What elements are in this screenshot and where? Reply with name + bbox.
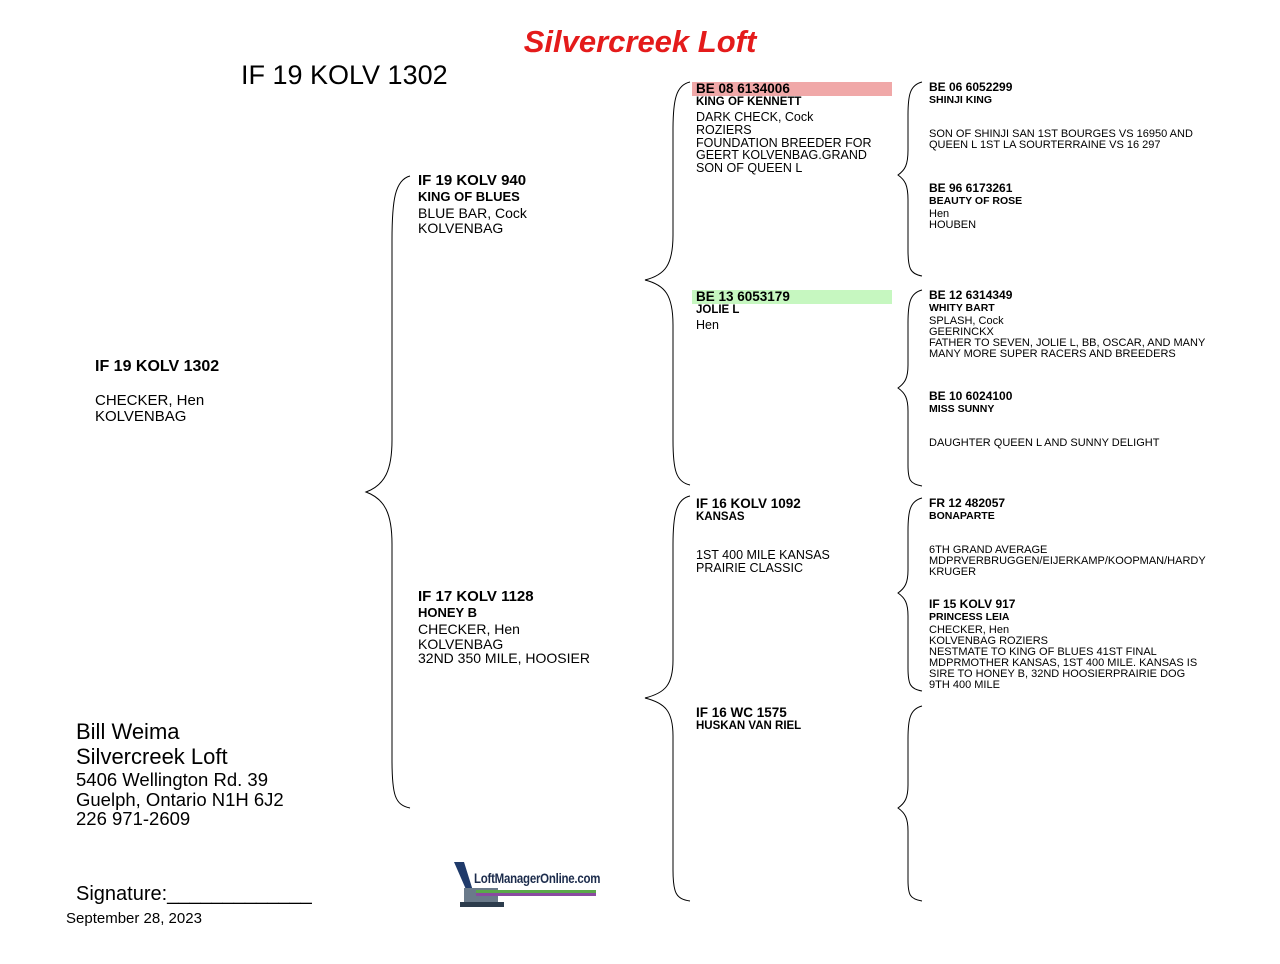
owner-phone: 226 971-2609 <box>76 808 191 829</box>
sire-name: KING OF BLUES <box>418 189 520 204</box>
grandparent-detail: Hen <box>696 318 719 332</box>
great-grandparent-name: BEAUTY OF ROSE <box>929 195 1023 207</box>
grandparent-name: KANSAS <box>696 511 745 523</box>
owner-street: 5406 Wellington Rd. 39 <box>76 769 268 790</box>
grandparent-detail: SON OF QUEEN L <box>696 161 803 176</box>
grandparent-detail: ROZIERS <box>696 122 752 137</box>
sire-band: IF 19 KOLV 940 <box>418 172 527 189</box>
great-grandparent-detail: Hen <box>929 208 950 220</box>
grandparent-detail: GEERT KOLVENBAG.GRAND <box>696 148 867 163</box>
brace-gen2-dam <box>644 495 691 902</box>
great-grandparent-band: IF 15 KOLV 917 <box>929 597 1016 611</box>
great-grandparent-card: BE 06 6052299 SHINJI KING SON OF SHINJI … <box>929 81 1193 151</box>
great-grandparent-detail: GEERINCKX <box>929 326 994 338</box>
great-grandparent-detail: 6TH GRAND AVERAGE <box>929 544 1048 556</box>
great-grandparent-name: PRINCESS LEIA <box>929 611 1010 623</box>
great-grandparent-detail: QUEEN L 1ST LA SOURTERRAINE VS 16 297 <box>929 139 1161 151</box>
grandparent-detail: PRAIRIE CLASSIC <box>696 560 803 575</box>
grandparent-card: BE 13 6053179 JOLIE L Hen <box>692 290 892 332</box>
brace-gen3-1 <box>897 81 923 277</box>
grandparent-detail: 1ST 400 MILE KANSAS <box>696 548 830 562</box>
grandparent-card: IF 16 WC 1575 HUSKAN VAN RIEL <box>696 706 801 733</box>
great-grandparent-band: FR 12 482057 <box>929 496 1006 510</box>
great-grandparent-detail: KOLVENBAG ROZIERS <box>929 635 1048 647</box>
great-grandparent-band: BE 06 6052299 <box>929 80 1013 94</box>
great-grandparent-detail: 9TH 400 MILE <box>929 679 1000 691</box>
sire-card: IF 19 KOLV 940 KING OF BLUES BLUE BAR, C… <box>418 173 527 235</box>
great-grandparent-card: BE 96 6173261 BEAUTY OF ROSE Hen HOUBEN <box>929 182 1022 231</box>
owner-address: 5406 Wellington Rd. 39 Guelph, Ontario N… <box>76 770 284 829</box>
dam-detail: CHECKER, Hen <box>418 621 520 637</box>
grandparent-band: IF 16 WC 1575 <box>696 705 787 720</box>
owner-name: Bill Weima <box>76 719 180 744</box>
subject-detail: CHECKER, Hen <box>95 392 205 409</box>
sire-detail: KOLVENBAG <box>418 219 504 236</box>
brace-gen3-2 <box>897 289 923 487</box>
great-grandparent-detail: HOUBEN <box>929 219 977 231</box>
grandparent-band: BE 08 6134006 <box>692 82 892 96</box>
owner-city: Guelph, Ontario N1H 6J2 <box>76 788 284 810</box>
great-grandparent-detail: MANY MORE SUPER RACERS AND BREEDERS <box>929 348 1176 360</box>
grandparent-detail: FOUNDATION BREEDER FOR <box>696 135 872 150</box>
grandparent-name: HUSKAN VAN RIEL <box>696 720 802 732</box>
great-grandparent-name: MISS SUNNY <box>929 403 995 415</box>
subject-band: IF 19 KOLV 1302 <box>95 358 220 375</box>
great-grandparent-detail: MDPRMOTHER KANSAS, 1ST 400 MILE. KANSAS … <box>929 657 1198 669</box>
loft-title: Silvercreek Loft <box>523 24 757 59</box>
brace-gen3-4 <box>897 705 923 902</box>
great-grandparent-detail: NESTMATE TO KING OF BLUES 41ST FINAL <box>929 646 1157 658</box>
great-grandparent-detail: SON OF SHINJI SAN 1ST BOURGES VS 16950 A… <box>929 128 1193 140</box>
great-grandparent-card: FR 12 482057 BONAPARTE 6TH GRAND AVERAGE… <box>929 497 1206 578</box>
subject-bird: IF 19 KOLV 1302 CHECKER, Hen KOLVENBAG <box>95 358 219 425</box>
great-grandparent-card: BE 12 6314349 WHITY BART SPLASH, Cock GE… <box>929 289 1205 360</box>
great-grandparent-detail: FATHER TO SEVEN, JOLIE L, BB, OSCAR, AND… <box>929 337 1206 349</box>
great-grandparent-detail: CHECKER, Hen <box>929 624 1010 636</box>
dam-band: IF 17 KOLV 1128 <box>418 588 534 605</box>
logo-text: LoftManagerOnline.com <box>474 870 601 886</box>
grandparent-detail: DARK CHECK, Cock <box>696 110 814 124</box>
pedigree-title: IF 19 KOLV 1302 <box>241 60 448 90</box>
brace-gen2-sire <box>644 81 691 486</box>
great-grandparent-card: IF 15 KOLV 917 PRINCESS LEIA CHECKER, He… <box>929 598 1197 691</box>
great-grandparent-card: BE 10 6024100 MISS SUNNY DAUGHTER QUEEN … <box>929 390 1159 449</box>
grandparent-name: JOLIE L <box>696 304 740 316</box>
great-grandparent-detail: SPLASH, Cock <box>929 315 1004 327</box>
subject-detail: KOLVENBAG <box>95 408 187 425</box>
dam-card: IF 17 KOLV 1128 HONEY B CHECKER, Hen KOL… <box>418 589 590 666</box>
logo-underline-purple <box>476 893 596 896</box>
signature-line: Signature:_____________ <box>76 883 312 905</box>
logo-mark <box>454 862 474 894</box>
great-grandparent-name: BONAPARTE <box>929 510 995 522</box>
dam-detail: 32ND 350 MILE, HOOSIER <box>418 650 590 666</box>
logo-laptop-base <box>460 902 504 907</box>
great-grandparent-detail: KRUGER <box>929 566 977 578</box>
owner-loft: Silvercreek Loft <box>76 744 228 769</box>
grandparent-card: BE 08 6134006 KING OF KENNETT DARK CHECK… <box>692 82 892 176</box>
great-grandparent-band: BE 12 6314349 <box>929 288 1013 302</box>
print-date: September 28, 2023 <box>66 910 202 927</box>
brace-gen1 <box>364 175 411 809</box>
dam-name: HONEY B <box>418 605 477 620</box>
grandparent-band: IF 16 KOLV 1092 <box>696 496 801 511</box>
dam-detail: KOLVENBAG <box>418 635 504 652</box>
grandparent-band: BE 13 6053179 <box>692 290 892 304</box>
great-grandparent-detail: MDPRVERBRUGGEN/EIJERKAMP/KOOPMAN/HARDY <box>929 555 1206 567</box>
brace-gen3-3 <box>897 497 923 692</box>
sire-detail: BLUE BAR, Cock <box>418 205 527 221</box>
great-grandparent-name: SHINJI KING <box>929 94 993 106</box>
great-grandparent-band: BE 96 6173261 <box>929 181 1013 195</box>
loftmanager-logo <box>454 862 596 907</box>
great-grandparent-name: WHITY BART <box>929 302 995 314</box>
great-grandparent-band: BE 10 6024100 <box>929 389 1013 403</box>
grandparent-name: KING OF KENNETT <box>696 96 802 108</box>
grandparent-card: IF 16 KOLV 1092 KANSAS 1ST 400 MILE KANS… <box>696 497 830 575</box>
great-grandparent-detail: DAUGHTER QUEEN L AND SUNNY DELIGHT <box>929 437 1160 449</box>
logo-underline-green <box>476 890 596 893</box>
great-grandparent-detail: SIRE TO HONEY B, 32ND HOOSIERPRAIRIE DOG <box>929 668 1186 680</box>
